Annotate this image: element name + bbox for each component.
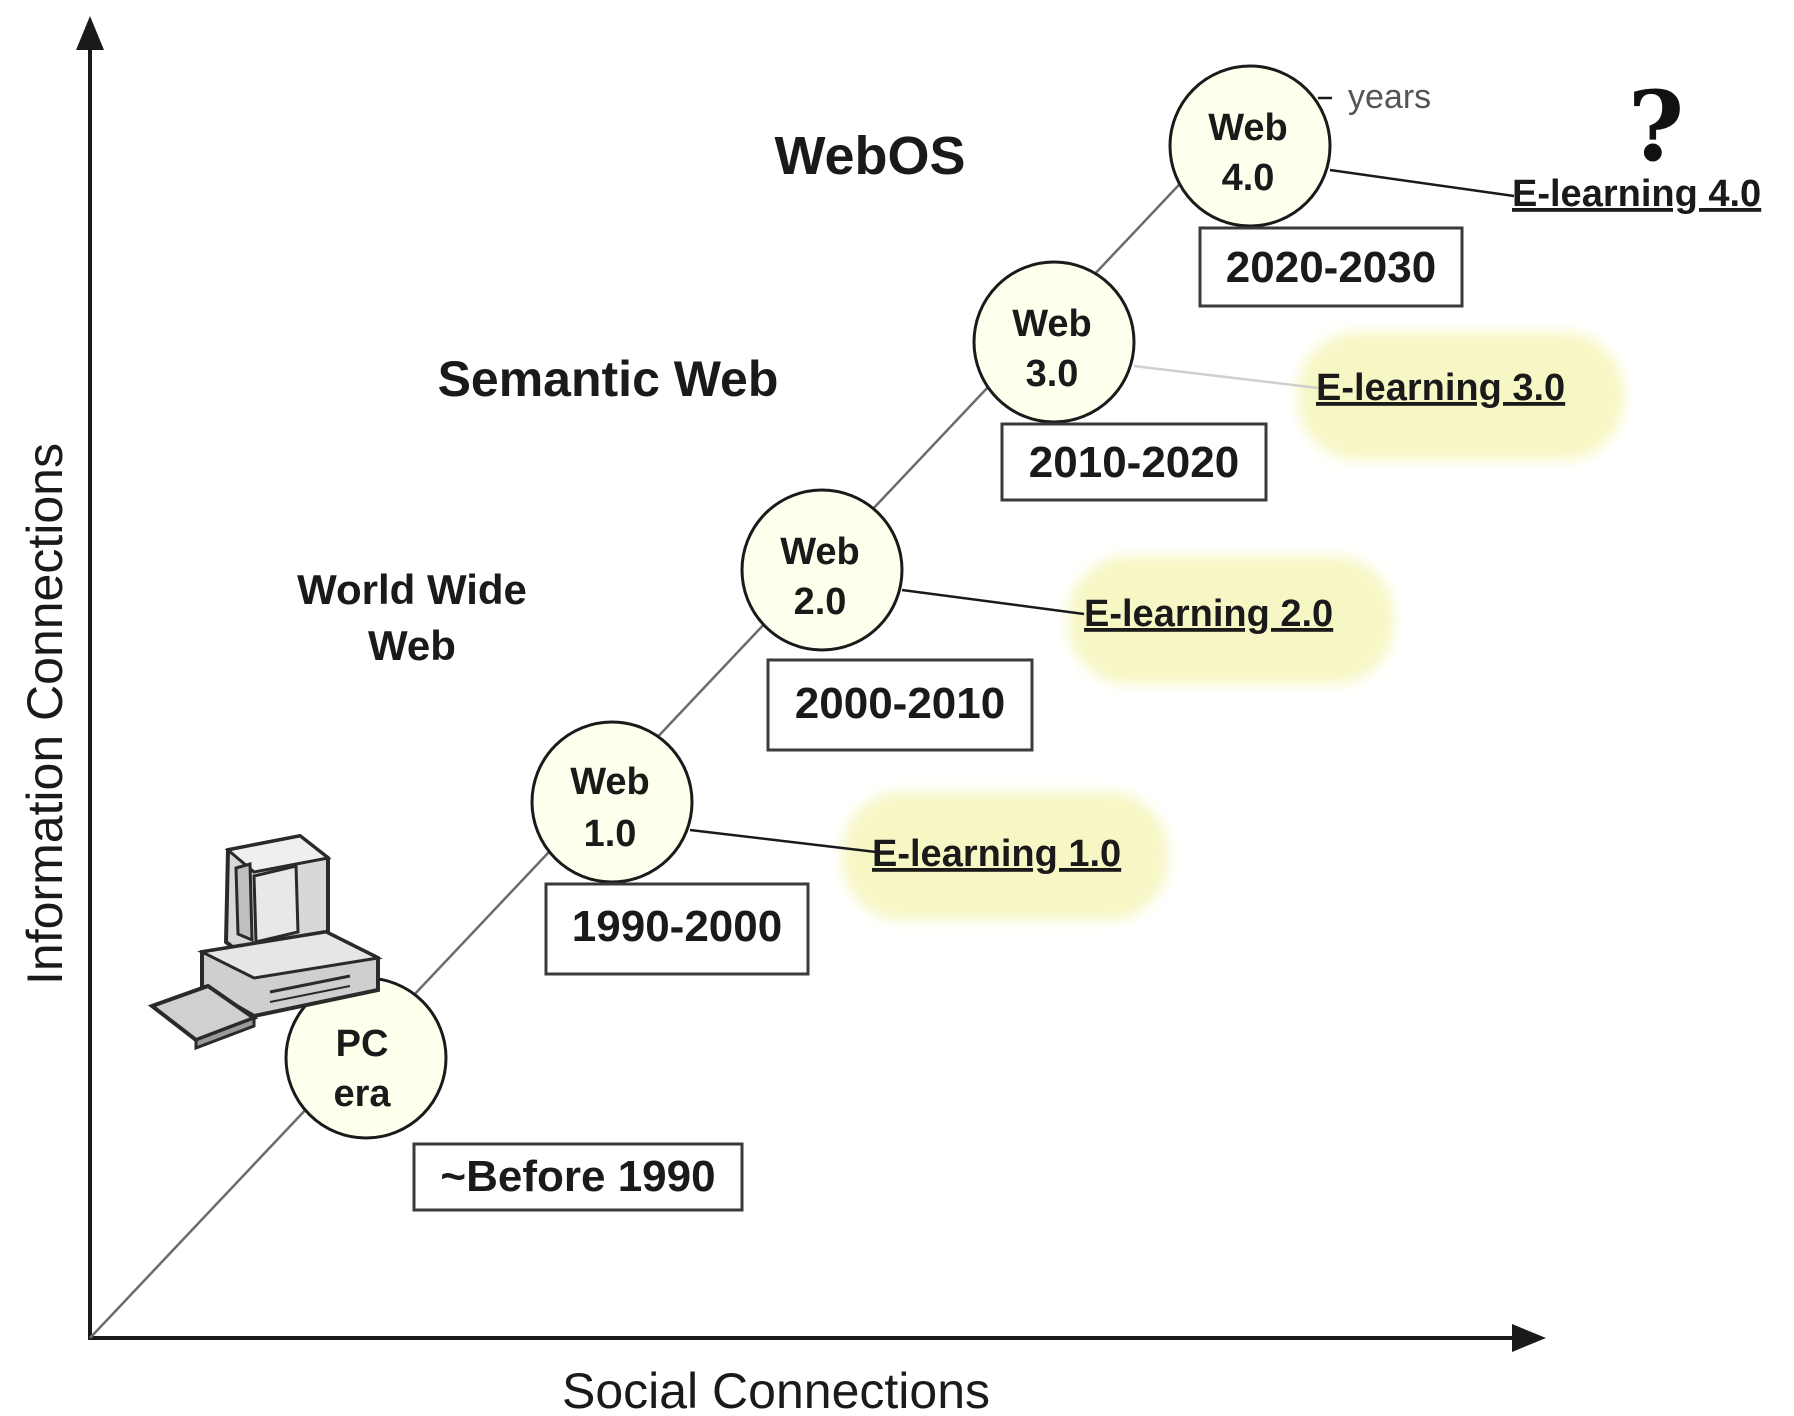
connector-web4 bbox=[1329, 168, 1515, 198]
node-web-3: Web 3.0 bbox=[972, 260, 1136, 424]
year-box-frame bbox=[1198, 226, 1464, 308]
year-range-label: 2010-2020 bbox=[1029, 438, 1239, 487]
elearning-3-highlight bbox=[1298, 332, 1624, 460]
elearning-label-2: E-learning 2.0 bbox=[1084, 593, 1333, 635]
node-line1: PC bbox=[336, 1023, 389, 1065]
year-box-pc-era: ~Before 1990 bbox=[412, 1142, 744, 1212]
node-line2: 3.0 bbox=[1026, 353, 1079, 395]
year-box-frame bbox=[544, 882, 810, 976]
node-line2: 2.0 bbox=[794, 581, 847, 623]
era-label-semantic-web: Semantic Web bbox=[438, 351, 779, 407]
question-mark: ? bbox=[1628, 70, 1684, 183]
year-box-frame bbox=[766, 658, 1034, 752]
elearning-label-4: E-learning 4.0 bbox=[1512, 173, 1761, 215]
connector-web2 bbox=[901, 588, 1085, 616]
years-callout-label: years bbox=[1348, 78, 1431, 116]
connector-web3 bbox=[1133, 364, 1319, 390]
node-circle bbox=[740, 488, 904, 652]
year-box-frame bbox=[1000, 422, 1268, 502]
era-label-webos: WebOS bbox=[774, 126, 965, 186]
year-range-label: 2000-2010 bbox=[795, 679, 1005, 728]
year-range-label: ~Before 1990 bbox=[440, 1152, 715, 1201]
x-axis-label: Social Connections bbox=[562, 1363, 990, 1416]
node-web-4: Web 4.0 bbox=[1168, 64, 1332, 228]
year-box-web-3: 2010-2020 bbox=[1000, 422, 1268, 502]
year-box-web-4: 2020-2030 bbox=[1198, 226, 1464, 308]
node-line2: 1.0 bbox=[584, 813, 637, 855]
year-range-label: 1990-2000 bbox=[572, 902, 782, 951]
elearning-1-highlight bbox=[842, 792, 1168, 920]
node-circle bbox=[1168, 64, 1332, 228]
elearning-label-1: E-learning 1.0 bbox=[872, 833, 1121, 875]
node-line1: Web bbox=[570, 761, 650, 803]
year-box-web-1: 1990-2000 bbox=[544, 882, 810, 976]
node-line1: Web bbox=[1208, 107, 1288, 149]
era-label-www-line2: Web bbox=[368, 622, 456, 669]
year-box-web-2: 2000-2010 bbox=[766, 658, 1034, 752]
year-box-frame bbox=[412, 1142, 744, 1212]
desktop-computer-icon bbox=[147, 833, 383, 1051]
node-circle bbox=[972, 260, 1136, 424]
node-web-2: Web 2.0 bbox=[740, 488, 904, 652]
y-axis-arrowhead bbox=[76, 16, 104, 50]
node-circle bbox=[530, 720, 694, 884]
elearning-2-highlight bbox=[1068, 556, 1394, 684]
year-range-label: 2020-2030 bbox=[1226, 243, 1436, 292]
connector-web1 bbox=[689, 828, 877, 854]
y-axis-label: Information Connections bbox=[17, 443, 73, 985]
node-line1: Web bbox=[1012, 303, 1092, 345]
node-line2: era bbox=[333, 1073, 391, 1115]
node-web-1: Web 1.0 bbox=[530, 720, 694, 884]
elearning-label-3: E-learning 3.0 bbox=[1316, 367, 1565, 409]
node-line1: Web bbox=[780, 531, 860, 573]
x-axis-arrowhead bbox=[1512, 1324, 1546, 1352]
node-line2: 4.0 bbox=[1222, 157, 1275, 199]
era-label-www-line1: World Wide bbox=[297, 566, 527, 613]
